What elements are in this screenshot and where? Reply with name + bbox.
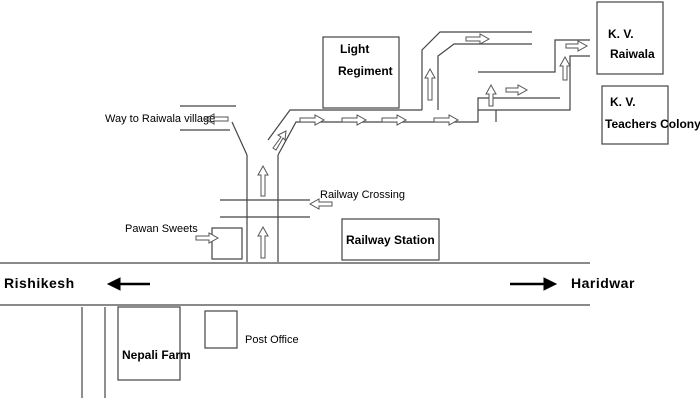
railway-station-box <box>341 218 440 261</box>
access-road-left-diag <box>231 121 248 156</box>
arrow-up-icon <box>257 164 269 197</box>
route-arrows <box>195 33 589 259</box>
upper-road-top <box>267 109 422 141</box>
kv-road-inner <box>437 43 532 110</box>
arrow-up-icon <box>424 67 436 101</box>
upper-road-bottom <box>277 97 560 156</box>
pawan-sweets-label: Pawan Sweets <box>125 223 198 235</box>
post-office-box <box>204 310 238 349</box>
kv-raiwala-label-2: Raiwala <box>610 47 655 61</box>
arrow-right-icon <box>381 114 408 126</box>
arrow-right-icon <box>341 114 368 126</box>
nepali-farm-label: Nepali Farm <box>122 348 191 362</box>
kv-raiwala-label-1: K. V. <box>608 27 634 41</box>
arrow-right-icon <box>195 232 220 244</box>
light-regiment-box <box>322 36 400 109</box>
arrow-up-icon <box>559 55 571 81</box>
pawan-sweets-box <box>211 227 243 260</box>
rishikesh-label: Rishikesh <box>4 275 75 291</box>
arrow-left-icon <box>203 113 229 125</box>
arrow-right-icon <box>299 114 326 126</box>
arrow-right-icon <box>433 114 460 126</box>
kv-teachers-label-2: Teachers Colony <box>605 117 700 131</box>
way-to-village-label: Way to Raiwala village <box>105 113 215 125</box>
light-regiment-label-2: Regiment <box>338 64 393 78</box>
kv-teachers-box <box>601 85 669 145</box>
rishikesh-arrow-icon <box>106 277 150 291</box>
arrow-right-icon <box>465 33 491 45</box>
kv-teachers-label-1: K. V. <box>610 95 636 109</box>
arrow-right-icon <box>505 84 529 96</box>
railway-crossing-label: Railway Crossing <box>320 189 405 201</box>
post-office-label: Post Office <box>245 334 299 346</box>
haridwar-arrow-icon <box>510 277 558 291</box>
kv-road-outer <box>421 31 532 110</box>
haridwar-label: Haridwar <box>571 275 635 291</box>
arrow-left-icon <box>308 198 333 210</box>
kv-road-right-3 <box>478 55 590 111</box>
arrow-up-icon <box>485 83 497 107</box>
nepali-farm-box <box>117 306 181 381</box>
kv-raiwala-box <box>596 1 664 75</box>
light-regiment-label-1: Light <box>340 42 369 56</box>
kv-road-right <box>478 39 590 73</box>
arrow-right-icon <box>565 40 589 52</box>
arrow-diagonal-icon <box>272 130 287 151</box>
arrow-up-icon <box>257 225 269 259</box>
railway-station-label: Railway Station <box>346 233 435 247</box>
